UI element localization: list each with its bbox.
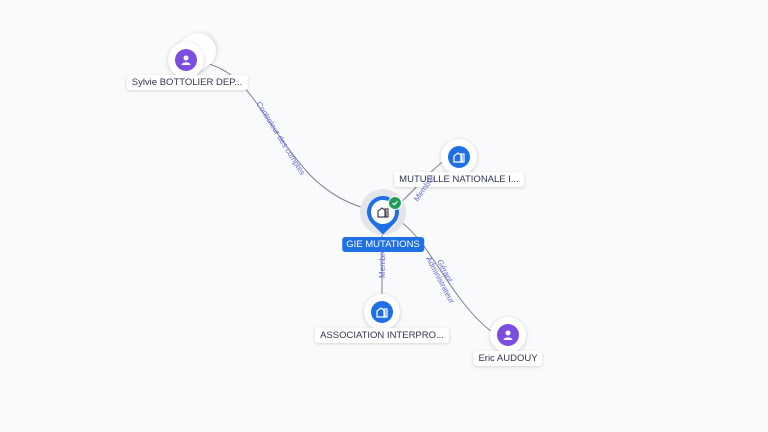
node-label: Eric AUDOUY <box>473 351 543 366</box>
node-label: MUTUELLE NATIONALE I... <box>394 172 524 187</box>
node-label: Sylvie BOTTOLIER DEP... <box>126 75 248 90</box>
building-icon <box>371 301 393 323</box>
person-icon <box>497 324 519 346</box>
person-icon <box>175 49 197 71</box>
building-icon <box>448 146 470 168</box>
center-label: GIE MUTATIONS <box>342 237 424 252</box>
node-label: ASSOCIATION INTERPRO... <box>315 328 449 343</box>
edge-label: Membre <box>378 248 387 278</box>
verified-check-icon <box>388 196 402 210</box>
